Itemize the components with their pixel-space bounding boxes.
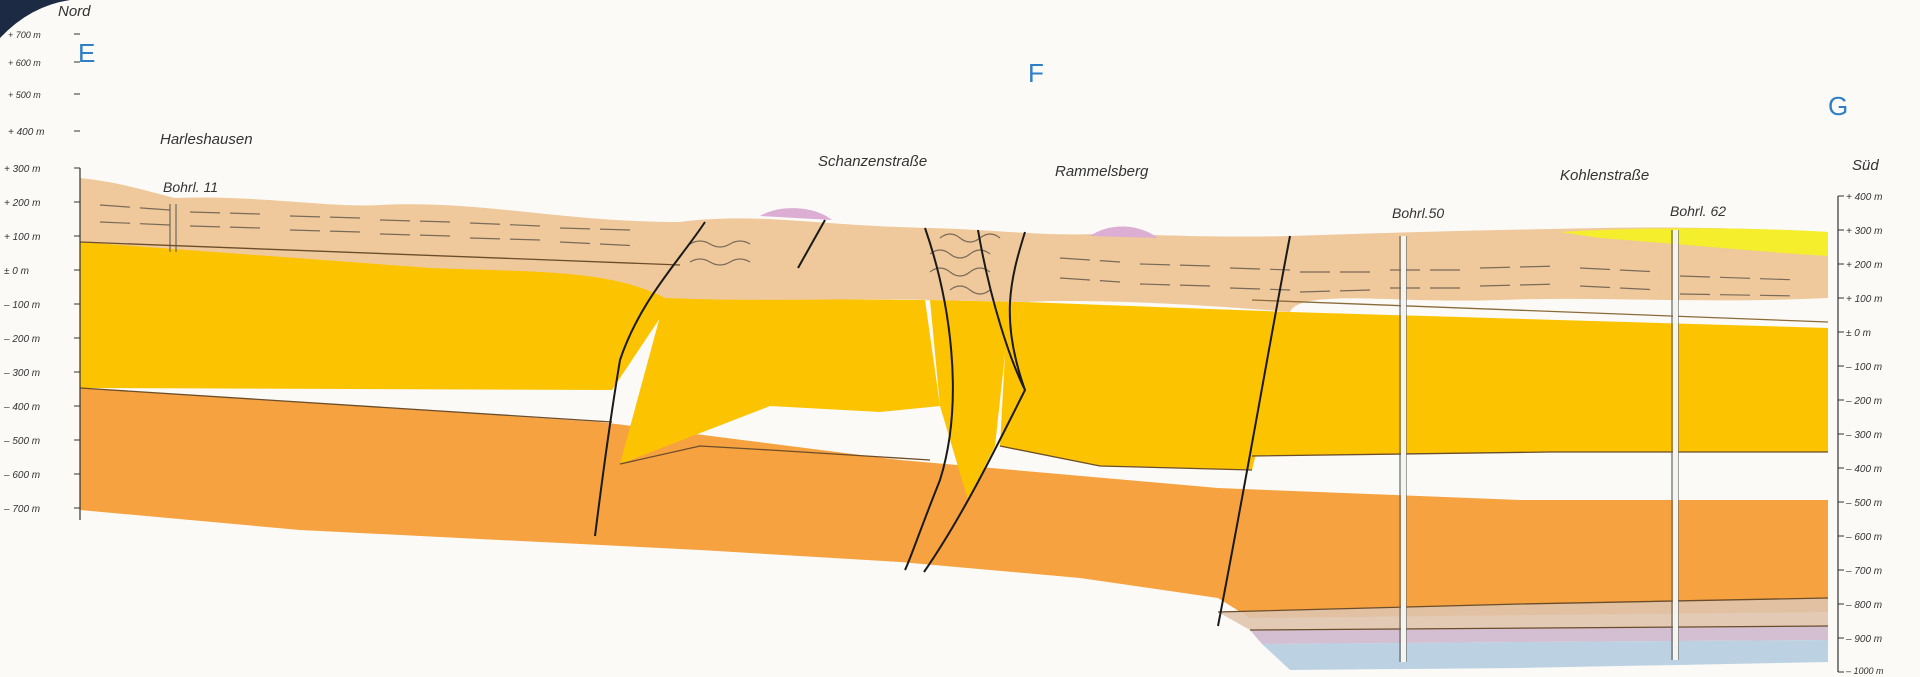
location-schanzenstrasse: Schanzenstraße — [818, 153, 927, 170]
right-axis-label: + 300 m — [1846, 226, 1882, 237]
location-harleshausen: Harleshausen — [160, 131, 253, 148]
left-axis-label: + 400 m — [8, 127, 44, 138]
right-axis-label: – 300 m — [1845, 430, 1882, 441]
left-axis-label: + 500 m — [8, 90, 41, 100]
right-axis-labels: + 400 m + 300 m + 200 m + 100 m ± 0 m – … — [1845, 192, 1884, 676]
layer-pink-hill-1 — [760, 208, 832, 220]
location-rammelsberg: Rammelsberg — [1055, 163, 1149, 180]
left-axis-label: – 400 m — [3, 402, 40, 413]
borehole-label-11: Bohrl. 11 — [163, 179, 218, 195]
right-axis-label: + 100 m — [1846, 294, 1882, 305]
borehole-50-fill — [1401, 236, 1406, 662]
left-axis-label: ± 0 m — [4, 266, 29, 277]
section-point-f: F — [1028, 58, 1044, 88]
borehole-label-62: Bohrl. 62 — [1670, 203, 1726, 219]
right-axis-ticks — [1838, 196, 1844, 672]
left-axis-label: – 200 m — [3, 334, 40, 345]
left-axis-label: + 200 m — [4, 198, 40, 209]
section-point-g: G — [1828, 91, 1848, 121]
layer-pink-hill-2 — [1090, 226, 1158, 238]
right-axis-label: – 100 m — [1845, 362, 1882, 373]
left-axis-labels: + 700 m + 600 m + 500 m + 400 m + 300 m … — [3, 30, 44, 515]
left-axis-label: – 100 m — [3, 300, 40, 311]
borehole-label-50: Bohrl.50 — [1392, 205, 1444, 221]
left-axis-label: + 600 m — [8, 58, 41, 68]
layer-yellow-block-5 — [1252, 312, 1828, 456]
left-axis-label: + 700 m — [8, 30, 41, 40]
left-axis-ticks — [74, 34, 80, 508]
right-axis-label: – 400 m — [1845, 464, 1882, 475]
section-point-e: E — [78, 38, 95, 68]
right-axis-label: + 200 m — [1846, 260, 1882, 271]
layer-yellow-block-4 — [1000, 302, 1290, 470]
right-axis-label: – 1000 m — [1845, 666, 1884, 676]
left-axis-label: + 100 m — [4, 232, 40, 243]
location-kohlenstrasse: Kohlenstraße — [1560, 167, 1649, 184]
left-axis-label: – 300 m — [3, 368, 40, 379]
right-axis-label: – 200 m — [1845, 396, 1882, 407]
borehole-62-fill — [1673, 230, 1678, 660]
right-axis-label: – 800 m — [1845, 600, 1882, 611]
direction-south: Süd — [1852, 157, 1879, 174]
right-axis-label: + 400 m — [1846, 192, 1882, 203]
left-axis-label: – 700 m — [3, 504, 40, 515]
left-axis-label: + 300 m — [4, 164, 40, 175]
layer-deep-3 — [1262, 640, 1828, 670]
right-axis-label: – 900 m — [1845, 634, 1882, 645]
right-axis-label: – 600 m — [1845, 532, 1882, 543]
right-axis-label: – 700 m — [1845, 566, 1882, 577]
left-axis-label: – 500 m — [3, 436, 40, 447]
left-axis-label: – 600 m — [3, 470, 40, 481]
direction-north: Nord — [58, 3, 91, 20]
right-axis-label: – 500 m — [1845, 498, 1882, 509]
right-axis-label: ± 0 m — [1846, 328, 1871, 339]
layer-yellow-block-2 — [620, 298, 940, 464]
